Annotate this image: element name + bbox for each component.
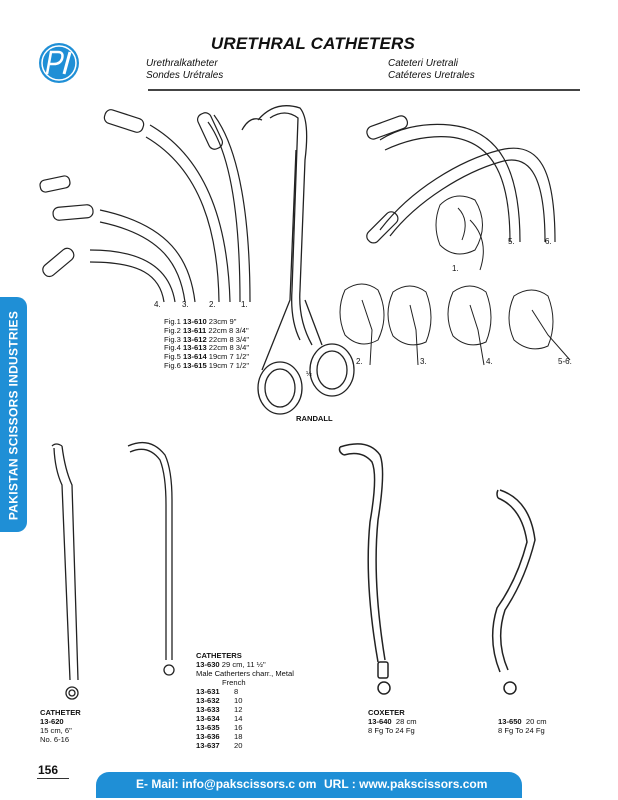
catheters-13-630-info: CATHETERS 13-630 29 cm, 11 ½" Male Cathe… (196, 651, 294, 750)
spec-row: Fig.3 13-612 22cm 8 3/4" (164, 334, 250, 344)
spec-row: Fig.4 13-613 22cm 8 3/4" (164, 343, 250, 353)
kidney-label-4: 4. (486, 357, 493, 366)
company-sidebar (0, 297, 27, 532)
catheter-13-620-info: CATHETER 13-620 15 cm, 6" No. 6-16 (40, 708, 81, 744)
fig-label-1: 1. (241, 300, 248, 309)
spec-row: Fig.6 13-615 19cm 7 1/2" (164, 360, 250, 370)
page-title: URETHRAL CATHETERS (210, 34, 416, 53)
kidney-label-5-6: 5-6. (558, 357, 572, 366)
contact-footer: E- Mail: info@pakscissors.c om URL : www… (96, 772, 522, 798)
spec-row: Fig.2 13-611 22cm 8 3/4" (164, 325, 249, 335)
kidney-label-1: 1. (452, 264, 459, 273)
logo-icon (39, 43, 79, 83)
kidney-diagrams (339, 195, 571, 366)
fig-label-3: 3. (182, 300, 189, 309)
coxeter-info: COXETER 13-640 28 cm 8 Fg To 24 Fg (368, 708, 417, 735)
catheter-13-630 (127, 441, 175, 676)
fig-label-2: 2. (209, 300, 216, 309)
urethral-sounds-fig1-4 (39, 109, 251, 303)
randall-label: RANDALL (296, 414, 333, 423)
header-divider (148, 89, 580, 91)
catheter-13-650 (491, 489, 536, 695)
page-number-rule (37, 778, 69, 779)
subtitle-italian: Cateteri Uretrali (388, 58, 459, 69)
spec-row: Fig.5 13-614 19cm 7 1/2" (164, 352, 250, 362)
footer-email[interactable]: E- Mail: info@pakscissors.c om (136, 777, 317, 791)
catheter-13-650-info: 13-650 20 cm 8 Fg To 24 Fg (498, 717, 547, 735)
fig-label-5: 5. (508, 237, 515, 246)
fig-label-4: 4. (154, 300, 161, 309)
urethral-sounds-fig5-6 (366, 115, 556, 244)
subtitle-german: Urethralkatheter (146, 58, 218, 69)
randall-forceps (241, 105, 355, 415)
company-name-vertical: PAKISTAN SCISSORS INDUSTRIES (6, 310, 21, 521)
footer-url[interactable]: URL : www.pakscissors.com (324, 777, 488, 791)
kidney-label-2: 2. (356, 357, 363, 366)
fig-label-6: 6. (545, 237, 552, 246)
spec-table: Fig.1 13-610 23cm 9" Fig.2 13-611 22cm 8… (164, 317, 250, 371)
catheter-13-620 (51, 443, 79, 700)
subtitle-spanish: Catéteres Uretrales (388, 70, 475, 81)
page-number: 156 (38, 763, 59, 777)
spec-row: Fig.1 13-610 23cm 9" (164, 317, 237, 326)
randall-scale: ½ (306, 371, 312, 378)
subtitle-french: Sondes Urétrales (146, 70, 224, 81)
coxeter-13-640 (338, 443, 391, 695)
kidney-label-3: 3. (420, 357, 427, 366)
